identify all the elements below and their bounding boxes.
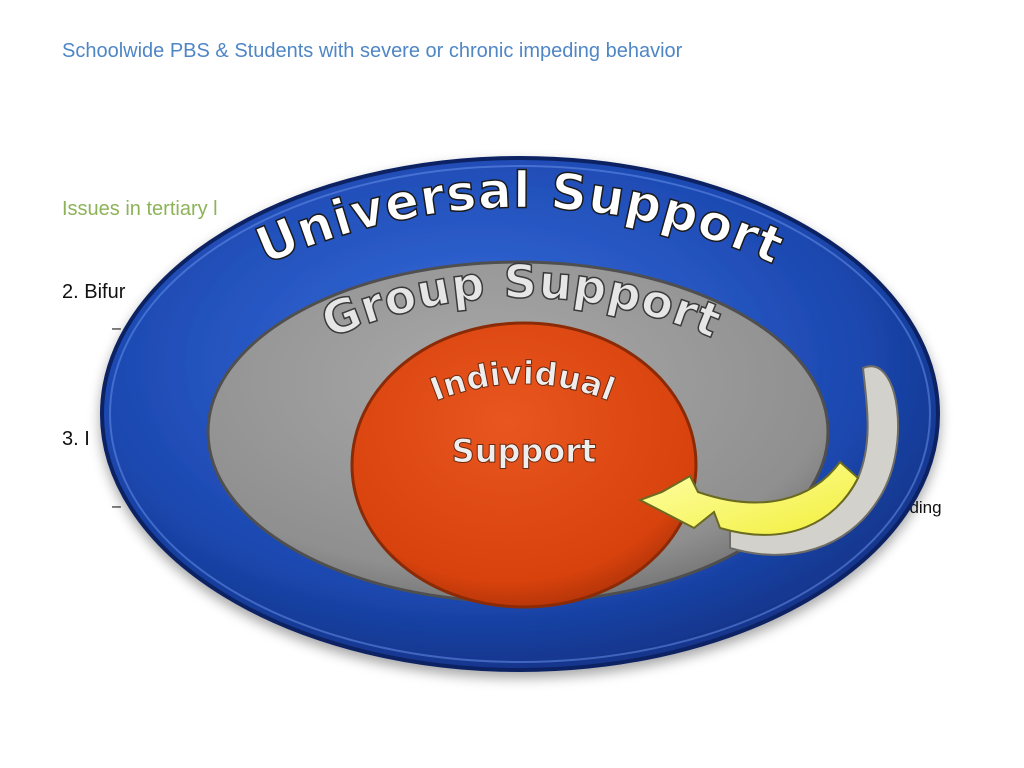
slide-title: Schoolwide PBS & Students with severe or… — [62, 40, 683, 62]
sub-bullet-dash-1: – — [112, 320, 121, 337]
individual-label-line2: Support — [452, 432, 597, 470]
individual-support-core — [350, 321, 698, 609]
curved-arrow-icon — [637, 365, 900, 556]
bullet-point-2: 2. Bifur — [62, 281, 126, 303]
bullet-point-3: 3. I — [62, 428, 90, 450]
sub-bullet-dash-2: – — [112, 498, 121, 515]
slide-subtitle: Issues in tertiary l — [62, 198, 218, 220]
